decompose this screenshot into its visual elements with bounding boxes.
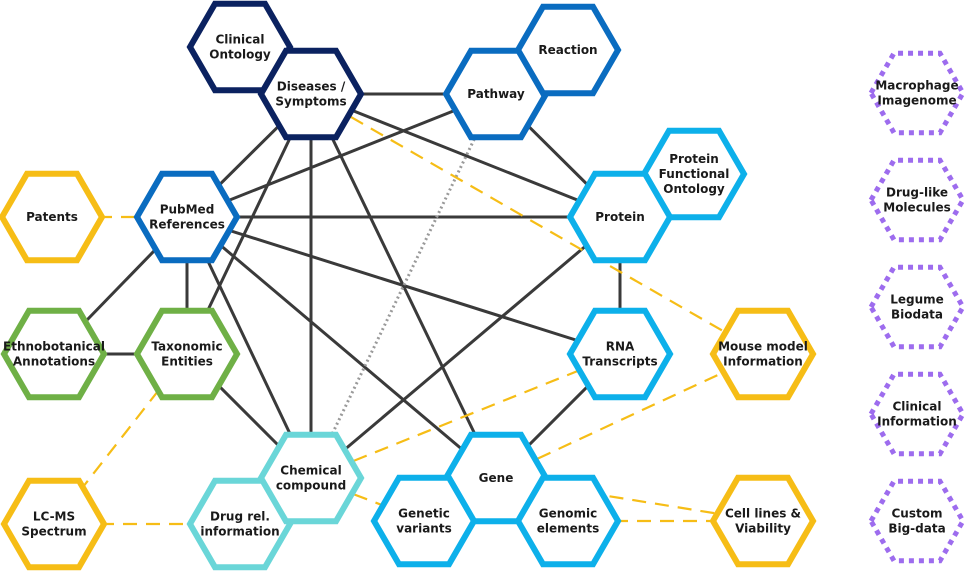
node-label: Protein xyxy=(595,210,645,224)
edge-diseases-mouse xyxy=(310,93,764,355)
edge-chemical-rna xyxy=(310,352,621,480)
node-drug-rel: Drug rel.information xyxy=(186,477,294,571)
node-label: Cell lines & xyxy=(725,507,801,521)
node-label: Functional xyxy=(659,167,730,181)
hexagon-shape xyxy=(566,170,674,264)
node-label: Ontology xyxy=(663,182,725,196)
node-label: Molecules xyxy=(883,201,951,215)
hexagon-shape xyxy=(709,474,817,568)
node-label: Legume xyxy=(890,293,944,307)
node-label: Patents xyxy=(26,210,78,224)
node-label: Reaction xyxy=(538,43,597,57)
node-label: Protein xyxy=(669,152,719,166)
node-label: Drug-like xyxy=(886,186,948,200)
node-label: compound xyxy=(276,479,346,493)
node-label: Information xyxy=(877,415,957,429)
edge-gene-mouse xyxy=(495,353,764,479)
hexagon-shape xyxy=(257,431,365,525)
node-cell-lines: Cell lines &Viability xyxy=(709,474,817,568)
node-label: Clinical xyxy=(215,33,264,47)
node-label: Viability xyxy=(735,522,791,536)
node-patents: Patents xyxy=(0,170,106,264)
node-label: Genetic xyxy=(398,507,450,521)
edge-diseases-protein xyxy=(310,92,621,219)
node-label: Imagenome xyxy=(877,94,956,108)
node-label: Pathway xyxy=(467,87,525,101)
node-label: PubMed xyxy=(160,203,215,217)
node-label: Big-data xyxy=(888,522,945,536)
hexagon-shape xyxy=(0,477,108,571)
hexagon-shape xyxy=(868,157,966,243)
hexagon-shape xyxy=(257,47,365,141)
node-label: Taxonomic xyxy=(151,340,222,354)
edge-pathway-pubmed xyxy=(186,92,497,219)
node-label: variants xyxy=(396,522,451,536)
node-label: References xyxy=(149,218,225,232)
node-label: Diseases / xyxy=(277,80,346,94)
node-label: Chemical xyxy=(280,464,341,478)
node-label: Spectrum xyxy=(21,525,86,539)
node-diseases: Diseases /Symptoms xyxy=(257,47,365,141)
hexagon-shape xyxy=(133,307,241,401)
hexagon-shape xyxy=(868,478,966,564)
node-label: Biodata xyxy=(891,308,943,322)
node-label: elements xyxy=(537,522,599,536)
node-label: information xyxy=(200,525,279,539)
node-label: Annotations xyxy=(13,355,95,369)
node-label: Drug rel. xyxy=(210,510,270,524)
hexagon-shape xyxy=(186,0,294,94)
hexagon-shape xyxy=(370,474,478,568)
hexagon-shape xyxy=(868,264,966,350)
hexagon-shape xyxy=(868,50,966,136)
node-label: Gene xyxy=(479,471,514,485)
node-label: Symptoms xyxy=(275,95,346,109)
hexagon-shape xyxy=(709,307,817,401)
node-protein: Protein xyxy=(566,170,674,264)
node-label: Information xyxy=(723,355,803,369)
node-label: Transcripts xyxy=(582,355,657,369)
node-label: Entities xyxy=(161,355,213,369)
edge-protein-chemical xyxy=(310,215,621,480)
hexagon-shape xyxy=(514,474,622,568)
node-label: Ethnobotanical xyxy=(3,340,105,354)
hexagon-shape xyxy=(868,371,966,457)
hexagon-shape xyxy=(566,307,674,401)
hexagon-shape xyxy=(0,307,108,401)
edge-pubmed-gene xyxy=(186,215,497,480)
hexagon-shape xyxy=(0,170,106,264)
node-label: Clinical xyxy=(892,400,941,414)
node-label: LC-MS xyxy=(33,510,75,524)
edge-pathway-chemical xyxy=(309,93,498,479)
node-label: Mouse model xyxy=(718,340,808,354)
edge-pubmed-rna xyxy=(186,215,621,356)
node-label: Custom xyxy=(892,507,943,521)
node-label: RNA xyxy=(606,340,635,354)
node-label: Ontology xyxy=(209,48,271,62)
node-reaction: Reaction xyxy=(514,3,622,97)
node-label: Genomic xyxy=(539,507,598,521)
hexagon-shape xyxy=(514,3,622,97)
node-label: Macrophage xyxy=(875,79,958,93)
hexagon-shape xyxy=(133,170,241,264)
